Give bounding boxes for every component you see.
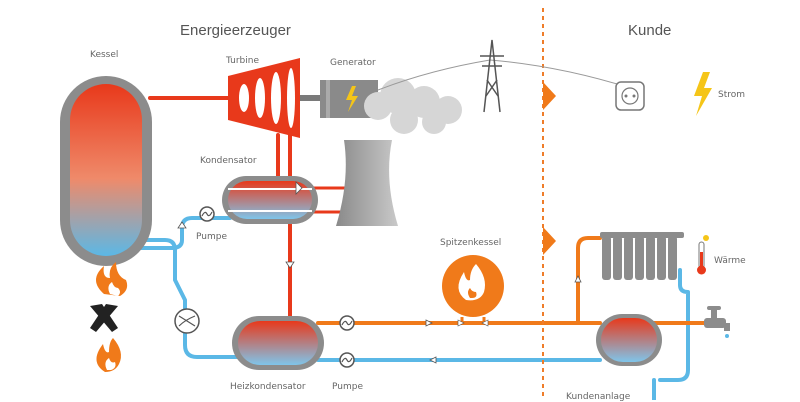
boiler bbox=[60, 76, 152, 266]
customer-unit-label: Kundenanlage bbox=[566, 392, 631, 402]
power-socket-icon bbox=[615, 81, 645, 111]
radiator-icon bbox=[600, 232, 684, 280]
power-bolt-icon bbox=[694, 72, 712, 116]
fire-icon bbox=[96, 262, 128, 296]
power-label: Strom bbox=[718, 90, 746, 100]
mining-hammers-icon bbox=[90, 304, 118, 332]
boiler-label: Kessel bbox=[90, 50, 119, 60]
pylon-icon bbox=[480, 39, 504, 113]
lightning-icon bbox=[346, 86, 358, 112]
pump-upper-label: Pumpe bbox=[196, 232, 227, 242]
power-line bbox=[377, 59, 631, 91]
generator-label: Generator bbox=[330, 58, 376, 68]
flame-icon bbox=[458, 264, 485, 301]
peak-boiler bbox=[442, 255, 504, 327]
radiator-return-pipe bbox=[658, 268, 690, 382]
boundary-arrow-heat bbox=[543, 227, 556, 255]
condenser-label: Kondensator bbox=[200, 156, 257, 166]
valve-icon bbox=[174, 308, 200, 334]
tap-icon bbox=[704, 306, 730, 338]
boundary-arrow-power bbox=[543, 82, 556, 110]
condenser bbox=[222, 176, 318, 224]
producer-header: Energieerzeuger bbox=[180, 22, 291, 39]
lower-return-pipe bbox=[128, 238, 242, 359]
steam-cloud bbox=[364, 78, 462, 134]
cooling-tower bbox=[336, 140, 398, 226]
customer-header: Kunde bbox=[628, 22, 672, 39]
turbine bbox=[228, 58, 300, 138]
pump-lower-return-icon bbox=[339, 352, 355, 368]
thermometer-icon bbox=[697, 235, 709, 275]
heat-condenser bbox=[232, 316, 324, 370]
pump-upper-icon bbox=[199, 206, 215, 222]
pump-lower-label: Pumpe bbox=[332, 382, 363, 392]
turbine-label: Turbine bbox=[226, 56, 259, 66]
peak-boiler-label: Spitzenkessel bbox=[440, 238, 502, 248]
flow-arrows bbox=[177, 181, 582, 364]
heat-label: Wärme bbox=[714, 256, 746, 266]
heat-condenser-label: Heizkondensator bbox=[230, 382, 306, 392]
gas-flame-icon bbox=[96, 338, 121, 372]
pump-lower-feed-icon bbox=[339, 315, 355, 331]
customer-unit bbox=[596, 314, 662, 366]
radiator-feed-pipe bbox=[576, 236, 602, 325]
